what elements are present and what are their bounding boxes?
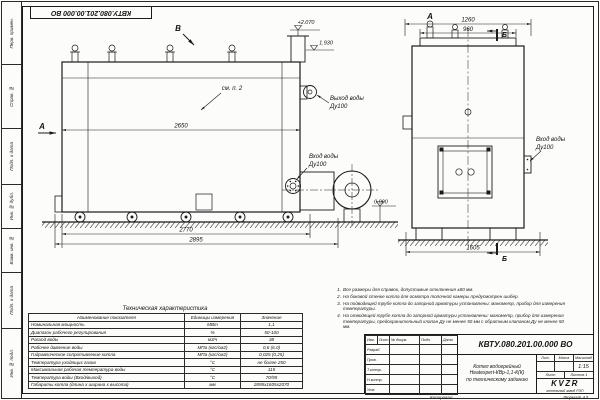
sheet-inner-frame	[22, 6, 594, 394]
left-margin-stamps: Перв. примен. Справ. № Подп. и дата Инв.…	[1, 1, 22, 399]
view-letter-a-arrow: А	[38, 122, 45, 131]
section-letter-b-bottom: Б	[502, 256, 507, 263]
margin-box: Подп. и дата	[1, 129, 22, 185]
dim-label-2770: 2770	[178, 228, 193, 234]
note-item: 2.На боковой стенке котла для осмотра то…	[337, 294, 519, 299]
dim-label-1605: 1605	[466, 246, 480, 252]
notes-block: 1.Все размеры для справок, допустимые от…	[334, 287, 566, 331]
note-text: Все размеры для справок, допустимые откл…	[343, 287, 474, 292]
view-letter-a-title: А	[426, 12, 433, 21]
dim-label-2650: 2650	[173, 124, 188, 130]
company-cell: KVZR котельный завод РЭП	[537, 379, 593, 393]
ground-line-side	[42, 221, 398, 228]
margin-box: Инв. № дубл.	[1, 185, 22, 229]
sig-row: Утв.	[365, 384, 458, 395]
title-block: Изм. Лист № докум. Подп. Дата Разраб. Пр…	[364, 334, 594, 395]
note-text: На боковой стенке котла для осмотра топо…	[343, 294, 519, 299]
flue-outlet-icon	[287, 35, 309, 63]
section-letter-b-top: Б	[502, 32, 507, 39]
water-inlet-flange-side-icon	[285, 178, 301, 194]
sig-row: Разраб.	[365, 344, 458, 355]
sheet-label: Лист	[537, 372, 565, 378]
dim-label-2895: 2895	[188, 238, 203, 244]
sheets-count: Листов 1	[570, 373, 588, 377]
title-block-signatures: Изм. Лист № докум. Подп. Дата Разраб. Пр…	[365, 335, 458, 395]
boiler-front-view	[402, 20, 525, 250]
water-inlet-flange-front-icon	[523, 155, 532, 174]
spec-header-row: Наименование показателя Единицы измерени…	[28, 313, 303, 322]
dimensions-side	[54, 128, 339, 248]
inlet-side-label-line1: Вход воды	[309, 154, 339, 160]
view-letter-b-arrow: В	[175, 24, 181, 33]
ground-line-front	[398, 239, 548, 246]
company-logo: KVZR	[551, 379, 579, 389]
margin-box: Инв. № подл.	[1, 329, 22, 399]
support-wheel-icons	[74, 211, 294, 223]
dim-label-960: 960	[463, 27, 474, 33]
margin-box: Перв. примен.	[1, 1, 22, 65]
sig-row: Пров.	[365, 354, 458, 365]
margin-box: Взам. инв. №	[1, 229, 22, 273]
drawing-texts: 2650 2770 2895 1260 960 1605 +2.070 1.93…	[38, 12, 566, 263]
furnace-door-icon	[437, 145, 493, 199]
title-block-info: Лит. Масса Масштаб 1:15 Лист Листов 1	[537, 355, 593, 393]
title-block-right: КВТУ.080.201.00.000 ВО Котел водогрейный…	[457, 335, 593, 393]
level-mark-icons	[290, 25, 396, 222]
outlet-label-line2: Ду100	[329, 104, 348, 110]
product-name: Котел водогрейный Heatexpert-КВр-1,1-К(К…	[458, 355, 537, 393]
spec-row: Габариты котла (длина х ширина х высота)…	[28, 380, 303, 389]
dimensions-front	[404, 19, 541, 256]
spec-row: Диапазон рабочего регулирования%50-100	[28, 328, 303, 337]
sig-row: Н.контр.	[365, 374, 458, 385]
spec-table: Наименование показателя Единицы измерени…	[28, 313, 303, 389]
document-designation: КВТУ.080.201.00.000 ВО	[458, 335, 593, 355]
note-item: 3.На подводящей трубе котла до запорной …	[337, 301, 565, 312]
note-text: На отводящей трубе котла до запорной арм…	[343, 313, 564, 330]
sig-header-row: Изм. Лист № докум. Подп. Дата	[365, 335, 458, 345]
top-left-designation-stamp: КВТУ.080.201.00.000 ВО	[30, 6, 152, 19]
footer-format: Формат А3	[563, 395, 588, 400]
designation-flipped: КВТУ.080.201.00.000 ВО	[50, 9, 132, 16]
scale-value: 1:15	[578, 363, 589, 370]
leader-arrows	[38, 33, 542, 180]
margin-box: Справ. №	[1, 65, 22, 129]
dim-label-1260: 1260	[461, 18, 475, 24]
note-item: 1.Все размеры для справок, допустимые от…	[337, 287, 474, 292]
sig-row: Т.контр.	[365, 364, 458, 375]
scale-label: Масштаб	[575, 356, 592, 360]
note-text: На подводящей трубе котла до запорной ар…	[343, 301, 565, 312]
ref-note-label: см. п. 2	[222, 86, 243, 92]
spec-table-title: Техническая характеристика	[122, 306, 208, 312]
spec-table-block: Техническая характеристика Наименование …	[28, 306, 303, 389]
burner-fan-icon	[299, 170, 372, 223]
boiler-side-view	[54, 61, 380, 226]
roof-valve-icons	[70, 44, 237, 63]
lit-label: Лит.	[537, 355, 555, 361]
margin-box: Подп. и дата	[1, 273, 22, 329]
water-outlet-flange-icon	[299, 85, 317, 100]
outlet-label-line1: Выход воды	[330, 96, 364, 102]
mass-label: Масса	[555, 355, 574, 361]
inlet-front-label-line1: Вход воды	[536, 137, 566, 143]
level-label-zero: 0.000	[374, 200, 389, 206]
level-label-top: +2.070	[298, 20, 316, 26]
level-label-mid: 1.930	[319, 41, 334, 47]
footer-copied-by: Копировал	[430, 395, 453, 400]
inlet-side-label-line2: Ду100	[308, 162, 327, 168]
company-name: котельный завод РЭП	[546, 388, 584, 393]
note-item: 4.На отводящей трубе котла до запорной а…	[334, 313, 566, 329]
inlet-front-label-line2: Ду100	[535, 145, 554, 151]
section-mark-icons	[486, 29, 498, 255]
